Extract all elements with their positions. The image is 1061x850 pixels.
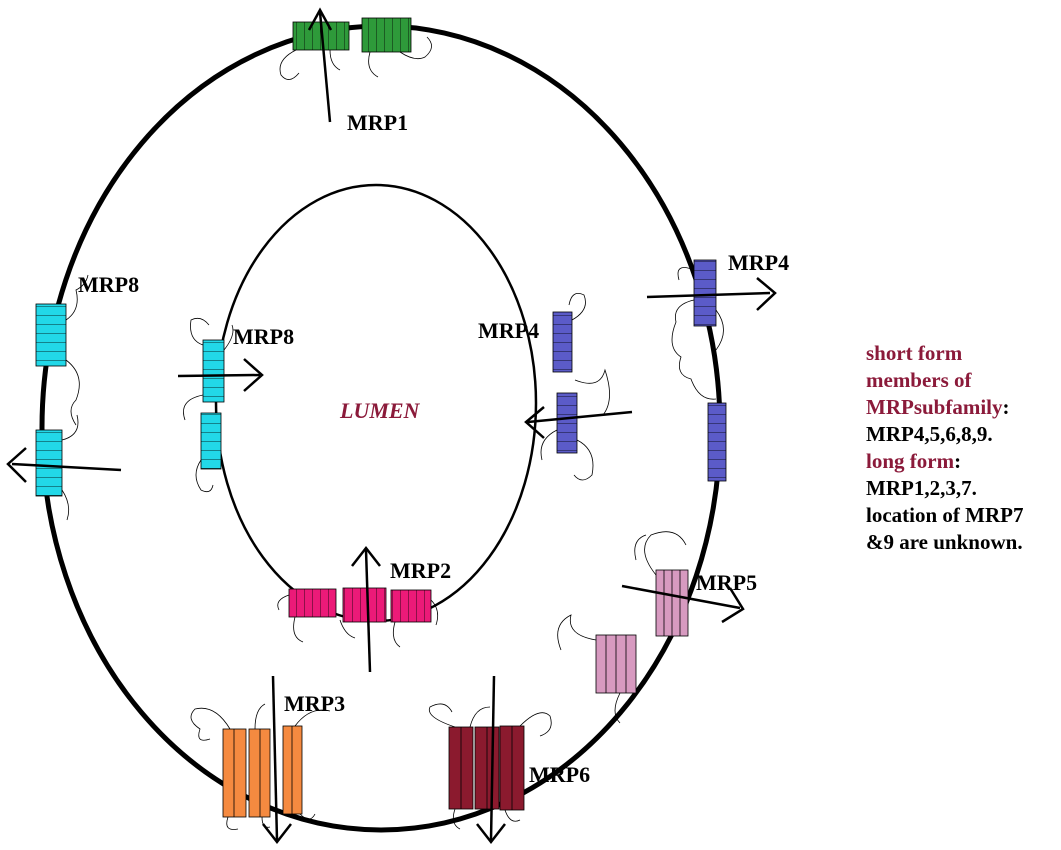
lumen-label: LUMEN [339,398,421,423]
mrp5-transporter [558,532,743,723]
label-mrp5: MRP5 [696,570,757,595]
outer-membrane [42,26,720,830]
label-mrp8-outer: MRP8 [78,272,139,297]
legend-unknown-line-1: location of MRP7 [866,502,1056,529]
mrp8-outer-transporter [8,275,121,520]
legend-long-colon: : [954,449,961,473]
legend-subfamily-line: MRPsubfamily: [866,394,1056,421]
legend-short-list: MRP4,5,6,8,9. [866,421,1056,448]
label-mrp4-outer: MRP4 [728,250,789,275]
mrp4-outer-transporter [647,260,775,481]
label-mrp6: MRP6 [529,762,590,787]
label-mrp2: MRP2 [390,558,451,583]
mrp4-inner-transporter [526,293,632,480]
legend: short form members of MRPsubfamily: MRP4… [866,340,1056,556]
legend-subfamily-name: MRPsubfamily [866,395,1003,419]
label-mrp8-inner: MRP8 [233,324,294,349]
legend-short-form: short form [866,340,1056,367]
label-mrp1: MRP1 [347,110,408,135]
legend-subfamily-colon: : [1003,395,1010,419]
label-mrp3: MRP3 [284,691,345,716]
mrp6-transporter [429,676,551,842]
legend-long-form-line: long form: [866,448,1056,475]
legend-long-list: MRP1,2,3,7. [866,475,1056,502]
legend-long-form: long form [866,449,954,473]
label-mrp4-inner: MRP4 [478,318,539,343]
legend-members-of: members of [866,367,1056,394]
legend-unknown-line-2: &9 are unknown. [866,529,1056,556]
